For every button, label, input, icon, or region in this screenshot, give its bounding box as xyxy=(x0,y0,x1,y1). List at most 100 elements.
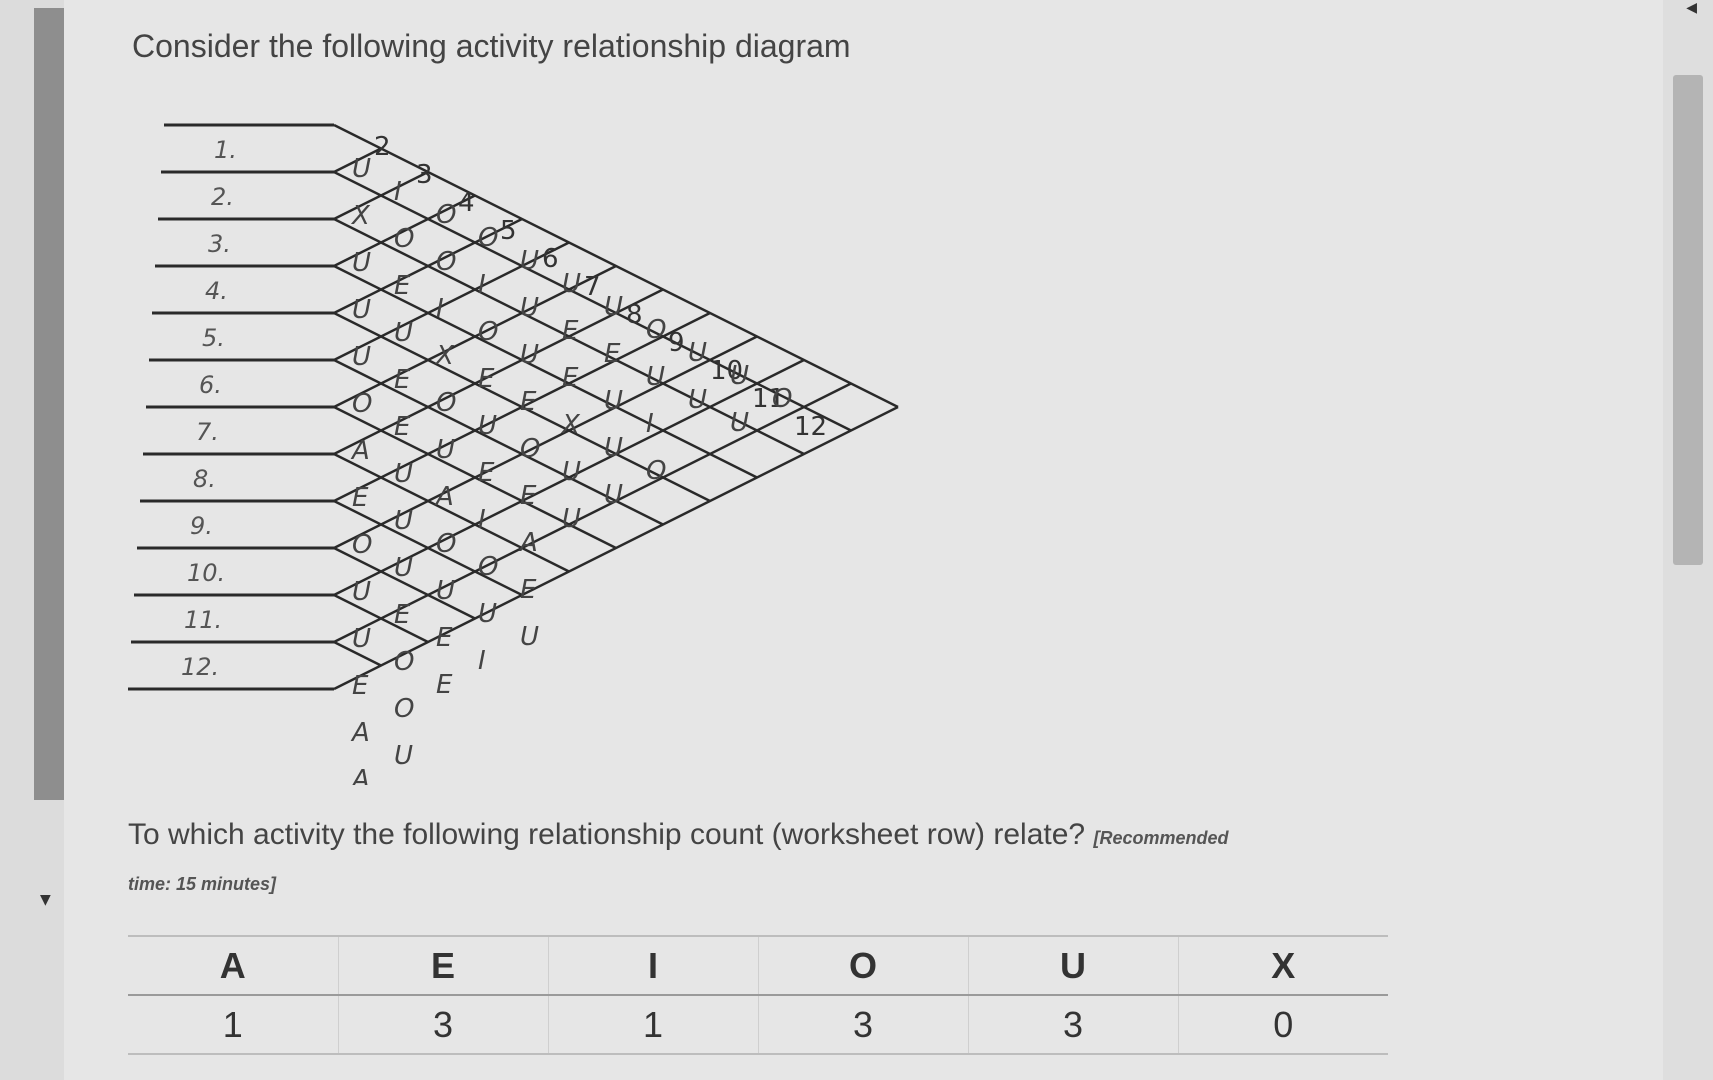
lattice-line-up xyxy=(333,335,758,550)
relationship-letter: I xyxy=(478,270,486,300)
right-scroll-rail[interactable]: ◀ xyxy=(1663,0,1713,1080)
relationship-letter: A xyxy=(350,765,370,785)
relationship-letter: A xyxy=(434,482,454,512)
relationship-letter: U xyxy=(520,246,539,276)
relationship-letter: E xyxy=(520,575,537,605)
lattice-line-down xyxy=(333,170,852,432)
lattice-line-down xyxy=(333,264,758,479)
lattice-line-up xyxy=(333,147,382,174)
activity-label: 9. xyxy=(190,512,213,540)
relationship-letter: E xyxy=(562,363,579,393)
relationship-letter: U xyxy=(436,576,455,606)
relationship-letter: U xyxy=(478,411,497,441)
relationship-letter: O xyxy=(478,552,498,582)
activity-label: 10. xyxy=(187,559,225,587)
recommended-time-end: time: 15 minutes] xyxy=(128,874,277,894)
activity-label: 12. xyxy=(181,653,219,681)
relationship-letter: U xyxy=(394,553,413,583)
relationship-letter: E xyxy=(394,412,411,442)
value-i: 1 xyxy=(547,995,758,1055)
lattice-line-down xyxy=(333,546,476,620)
relationship-letter: E xyxy=(436,623,453,653)
relationship-letter: X xyxy=(434,341,455,371)
activity-label: 1. xyxy=(214,136,237,164)
relationship-letter: E xyxy=(604,339,621,369)
relationship-letter: E xyxy=(394,600,411,630)
scroll-up-arrow-icon[interactable]: ◀ xyxy=(1686,0,1697,16)
value-a: 1 xyxy=(128,995,338,1055)
lattice-line-down xyxy=(333,640,382,667)
relationship-letter: X xyxy=(350,201,371,231)
relationship-letter: U xyxy=(436,435,455,465)
header-x: X xyxy=(1177,935,1388,996)
right-scrollbar-thumb[interactable] xyxy=(1673,75,1703,565)
relationship-letter: O xyxy=(478,317,498,347)
activity-label: 8. xyxy=(193,465,216,493)
relationship-letter: U xyxy=(604,386,623,416)
left-scroll-rail[interactable]: ▼ xyxy=(0,0,64,1080)
lattice-line-up xyxy=(333,170,429,221)
relationship-letter: E xyxy=(478,458,495,488)
relationship-letter: O xyxy=(394,694,414,724)
left-scrollbar-thumb[interactable] xyxy=(34,8,64,800)
relationship-letter: U xyxy=(562,457,581,487)
relationship-letter: U xyxy=(604,292,623,322)
value-e: 3 xyxy=(337,995,548,1055)
activity-label: 4. xyxy=(205,277,228,305)
relationship-letter: O xyxy=(352,389,372,419)
activity-label: 3. xyxy=(208,230,231,258)
relationship-letter: U xyxy=(646,362,665,392)
activity-label: 6. xyxy=(199,371,222,399)
relationship-letter: U xyxy=(688,385,707,415)
relationship-letter: O xyxy=(394,647,414,677)
relationship-letter: U xyxy=(352,342,371,372)
lattice-line-up xyxy=(333,288,664,456)
count-table-value-row: 1 3 1 3 3 0 xyxy=(128,995,1388,1055)
lattice-line-up xyxy=(333,405,899,691)
activity-label: 2. xyxy=(211,183,234,211)
relationship-letter: U xyxy=(604,480,623,510)
relationship-letter: U xyxy=(394,318,413,348)
relationship-letter: U xyxy=(352,154,371,184)
relationship-letter: U xyxy=(352,248,371,278)
relationship-letter: A xyxy=(350,436,370,466)
question-prompt: To which activity the following relation… xyxy=(128,818,1086,851)
column-number: 4 xyxy=(458,188,475,218)
header-u: U xyxy=(967,935,1178,996)
header-e: E xyxy=(337,935,548,996)
relationship-letter: O xyxy=(520,434,540,464)
relationship-letter: I xyxy=(646,409,654,439)
relationship-letter: E xyxy=(352,483,369,513)
relationship-letter: E xyxy=(520,387,537,417)
activity-label: 5. xyxy=(202,324,225,352)
scroll-down-arrow-icon[interactable]: ▼ xyxy=(40,892,51,908)
column-number: 5 xyxy=(500,216,517,246)
relationship-letter: O xyxy=(646,315,666,345)
relationship-count-table: A E I O U X 1 3 1 3 3 0 xyxy=(128,935,1388,1055)
relationship-letter: E xyxy=(352,671,369,701)
relationship-letter: U xyxy=(562,269,581,299)
relationship-letter: U xyxy=(394,459,413,489)
relationship-letter: O xyxy=(772,384,792,414)
relationship-letter: I xyxy=(478,505,486,535)
relationship-letter: E xyxy=(478,364,495,394)
lattice-line-up xyxy=(333,382,852,644)
relationship-letter: O xyxy=(394,224,414,254)
relationship-letter: O xyxy=(436,200,456,230)
relationship-letter: E xyxy=(394,271,411,301)
relationship-letter: I xyxy=(394,177,402,207)
value-o: 3 xyxy=(757,995,968,1055)
header-o: O xyxy=(757,935,968,996)
question-heading: Consider the following activity relation… xyxy=(132,28,851,64)
column-number: 9 xyxy=(668,328,685,358)
relationship-letter: U xyxy=(352,624,371,654)
relationship-letter: E xyxy=(436,670,453,700)
relationship-letter: U xyxy=(394,741,413,771)
activity-label: 7. xyxy=(196,418,219,446)
relationship-letter: U xyxy=(730,408,749,438)
lattice-line-down xyxy=(333,452,570,573)
lattice-line-up xyxy=(333,264,617,409)
relationship-letter: X xyxy=(560,410,581,440)
relationship-letter: E xyxy=(394,365,411,395)
